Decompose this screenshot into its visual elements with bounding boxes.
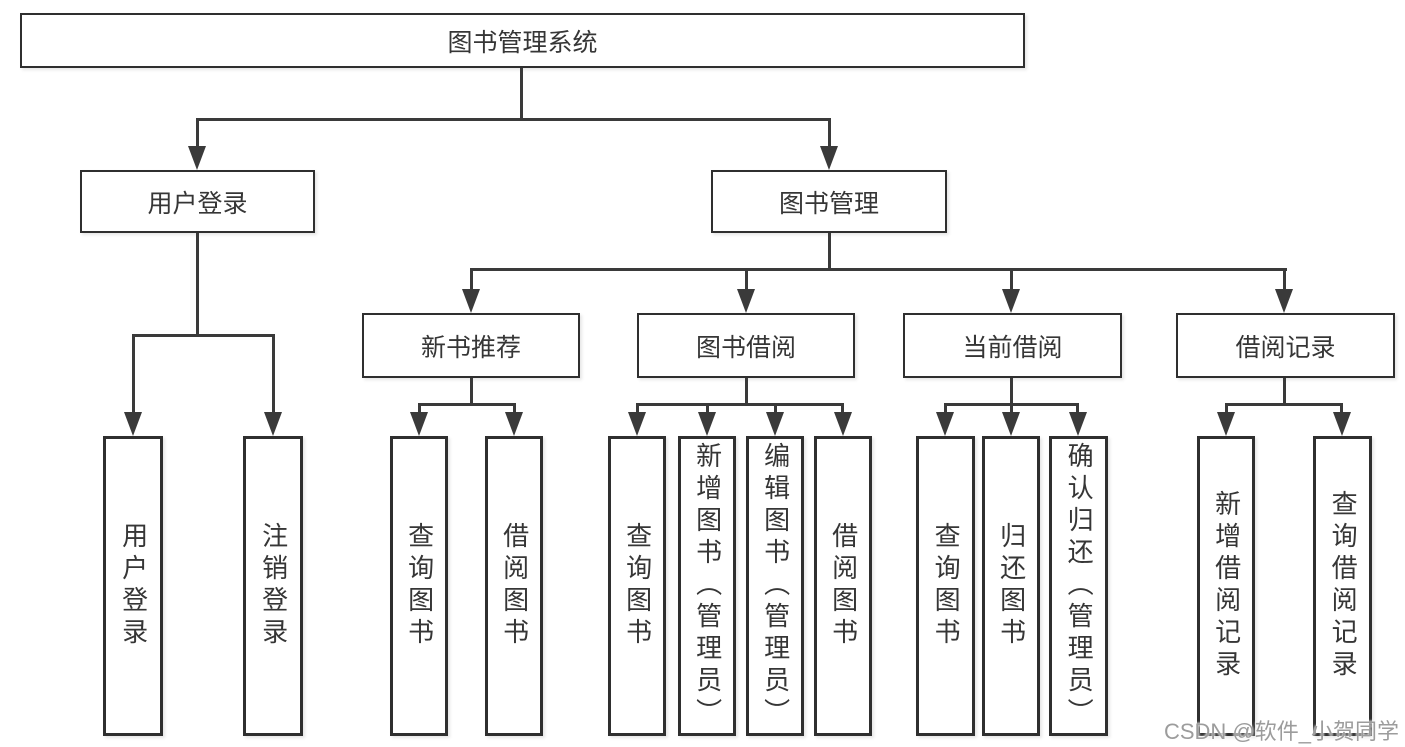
node-current-borrow: 当前借阅	[903, 313, 1122, 378]
connector-br-stem	[1283, 378, 1286, 405]
leaf-bb-add-books-admin: 新增图书（管理员）	[678, 436, 736, 736]
arrowhead-bookmgmt	[820, 146, 838, 170]
arrowhead-userlogin	[188, 146, 206, 170]
node-book-management: 图书管理	[711, 170, 947, 233]
leaf-br-add-record: 新增借阅记录	[1197, 436, 1255, 736]
connector-borrowrecord-drop	[1283, 268, 1286, 290]
connector-newbook-drop	[470, 268, 473, 290]
connector-bookmgmt-drop	[828, 118, 831, 147]
connector-br-add-drop	[1225, 403, 1228, 413]
connector-nb-query-drop	[418, 403, 421, 413]
node-borrow-records: 借阅记录	[1176, 313, 1395, 378]
connector-nb-stem	[470, 378, 473, 405]
node-borrow-records-label: 借阅记录	[1235, 333, 1336, 362]
leaf-user-login-label: 用户登录	[118, 522, 149, 650]
node-root: 图书管理系统	[20, 13, 1025, 68]
arrowhead-logout	[264, 412, 282, 436]
node-user-login: 用户登录	[80, 170, 315, 233]
connector-login-drop	[132, 334, 135, 413]
arrowhead-cb-return	[1002, 412, 1020, 436]
leaf-br-query-record: 查询借阅记录	[1313, 436, 1372, 736]
leaf-logout: 注销登录	[243, 436, 303, 736]
connector-userlogin-drop	[196, 118, 199, 147]
connector-br-bus	[1225, 403, 1343, 406]
leaf-user-login: 用户登录	[103, 436, 163, 736]
leaf-bb-query-books: 查询图书	[608, 436, 666, 736]
arrowhead-nb-query	[410, 412, 428, 436]
arrowhead-borrowrecord	[1275, 289, 1293, 313]
connector-cb-confirm-drop	[1076, 403, 1079, 413]
connector-bb-bus	[636, 403, 844, 406]
leaf-logout-label: 注销登录	[258, 522, 289, 650]
leaf-bb-add-books-admin-label: 新增图书（管理员）	[692, 442, 723, 730]
connector-mgmt-stem	[828, 233, 831, 270]
leaf-nb-borrow-books: 借阅图书	[485, 436, 543, 736]
leaf-cb-query-books: 查询图书	[916, 436, 975, 736]
leaf-nb-borrow-books-label: 借阅图书	[499, 522, 530, 650]
connector-level3-bus	[470, 268, 1287, 271]
connector-br-query-drop	[1340, 403, 1343, 413]
arrowhead-login	[124, 412, 142, 436]
connector-logout-drop	[272, 334, 275, 413]
connector-cb-return-drop	[1010, 403, 1013, 413]
connector-bb-borrow-drop	[841, 403, 844, 413]
node-book-management-label: 图书管理	[778, 189, 879, 218]
arrowhead-currentborrow	[1002, 289, 1020, 313]
connector-bookborrow-drop	[745, 268, 748, 290]
leaf-nb-query-books-label: 查询图书	[404, 522, 435, 650]
leaf-nb-query-books: 查询图书	[390, 436, 448, 736]
arrowhead-bb-edit	[766, 412, 784, 436]
node-book-borrow: 图书借阅	[637, 313, 855, 378]
node-book-borrow-label: 图书借阅	[695, 333, 796, 362]
leaf-cb-query-books-label: 查询图书	[931, 522, 962, 650]
arrowhead-bb-add	[698, 412, 716, 436]
leaf-cb-confirm-return-admin-label: 确认归还（管理员）	[1064, 442, 1095, 730]
leaf-bb-edit-books-admin-label: 编辑图书（管理员）	[760, 442, 791, 730]
arrowhead-nb-borrow	[505, 412, 523, 436]
node-current-borrow-label: 当前借阅	[962, 333, 1063, 362]
csdn-watermark: CSDN @软件_小贺同学	[1163, 719, 1399, 744]
node-user-login-label: 用户登录	[147, 189, 248, 218]
connector-user-stem	[196, 233, 199, 335]
arrowhead-bb-query	[628, 412, 646, 436]
arrowhead-br-query	[1333, 412, 1351, 436]
leaf-bb-query-books-label: 查询图书	[622, 522, 653, 650]
arrowhead-newbook	[462, 289, 480, 313]
connector-root-stem	[520, 68, 523, 119]
node-new-book-recommend: 新书推荐	[362, 313, 580, 378]
connector-bb-edit-drop	[774, 403, 777, 413]
leaf-cb-return-books-label: 归还图书	[996, 522, 1027, 650]
arrowhead-br-add	[1217, 412, 1235, 436]
node-new-book-recommend-label: 新书推荐	[420, 333, 521, 362]
arrowhead-bb-borrow	[834, 412, 852, 436]
arrowhead-cb-confirm	[1069, 412, 1087, 436]
leaf-cb-confirm-return-admin: 确认归还（管理员）	[1049, 436, 1108, 736]
connector-cb-query-drop	[944, 403, 947, 413]
arrowhead-bookborrow	[737, 289, 755, 313]
connector-currentborrow-drop	[1010, 268, 1013, 290]
connector-bb-stem	[745, 378, 748, 405]
leaf-bb-borrow-books-label: 借阅图书	[828, 522, 859, 650]
connector-bb-add-drop	[706, 403, 709, 413]
connector-nb-bus	[418, 403, 515, 406]
connector-cb-stem	[1010, 378, 1013, 405]
connector-bb-query-drop	[636, 403, 639, 413]
connector-nb-borrow-drop	[513, 403, 516, 413]
leaf-bb-edit-books-admin: 编辑图书（管理员）	[746, 436, 804, 736]
leaf-br-add-record-label: 新增借阅记录	[1211, 490, 1242, 682]
leaf-br-query-record-label: 查询借阅记录	[1328, 490, 1359, 682]
connector-user-bus	[132, 334, 274, 337]
leaf-cb-return-books: 归还图书	[982, 436, 1040, 736]
arrowhead-cb-query	[936, 412, 954, 436]
leaf-bb-borrow-books: 借阅图书	[814, 436, 872, 736]
node-root-label: 图书管理系统	[447, 28, 598, 57]
connector-level2-bus	[196, 118, 831, 121]
